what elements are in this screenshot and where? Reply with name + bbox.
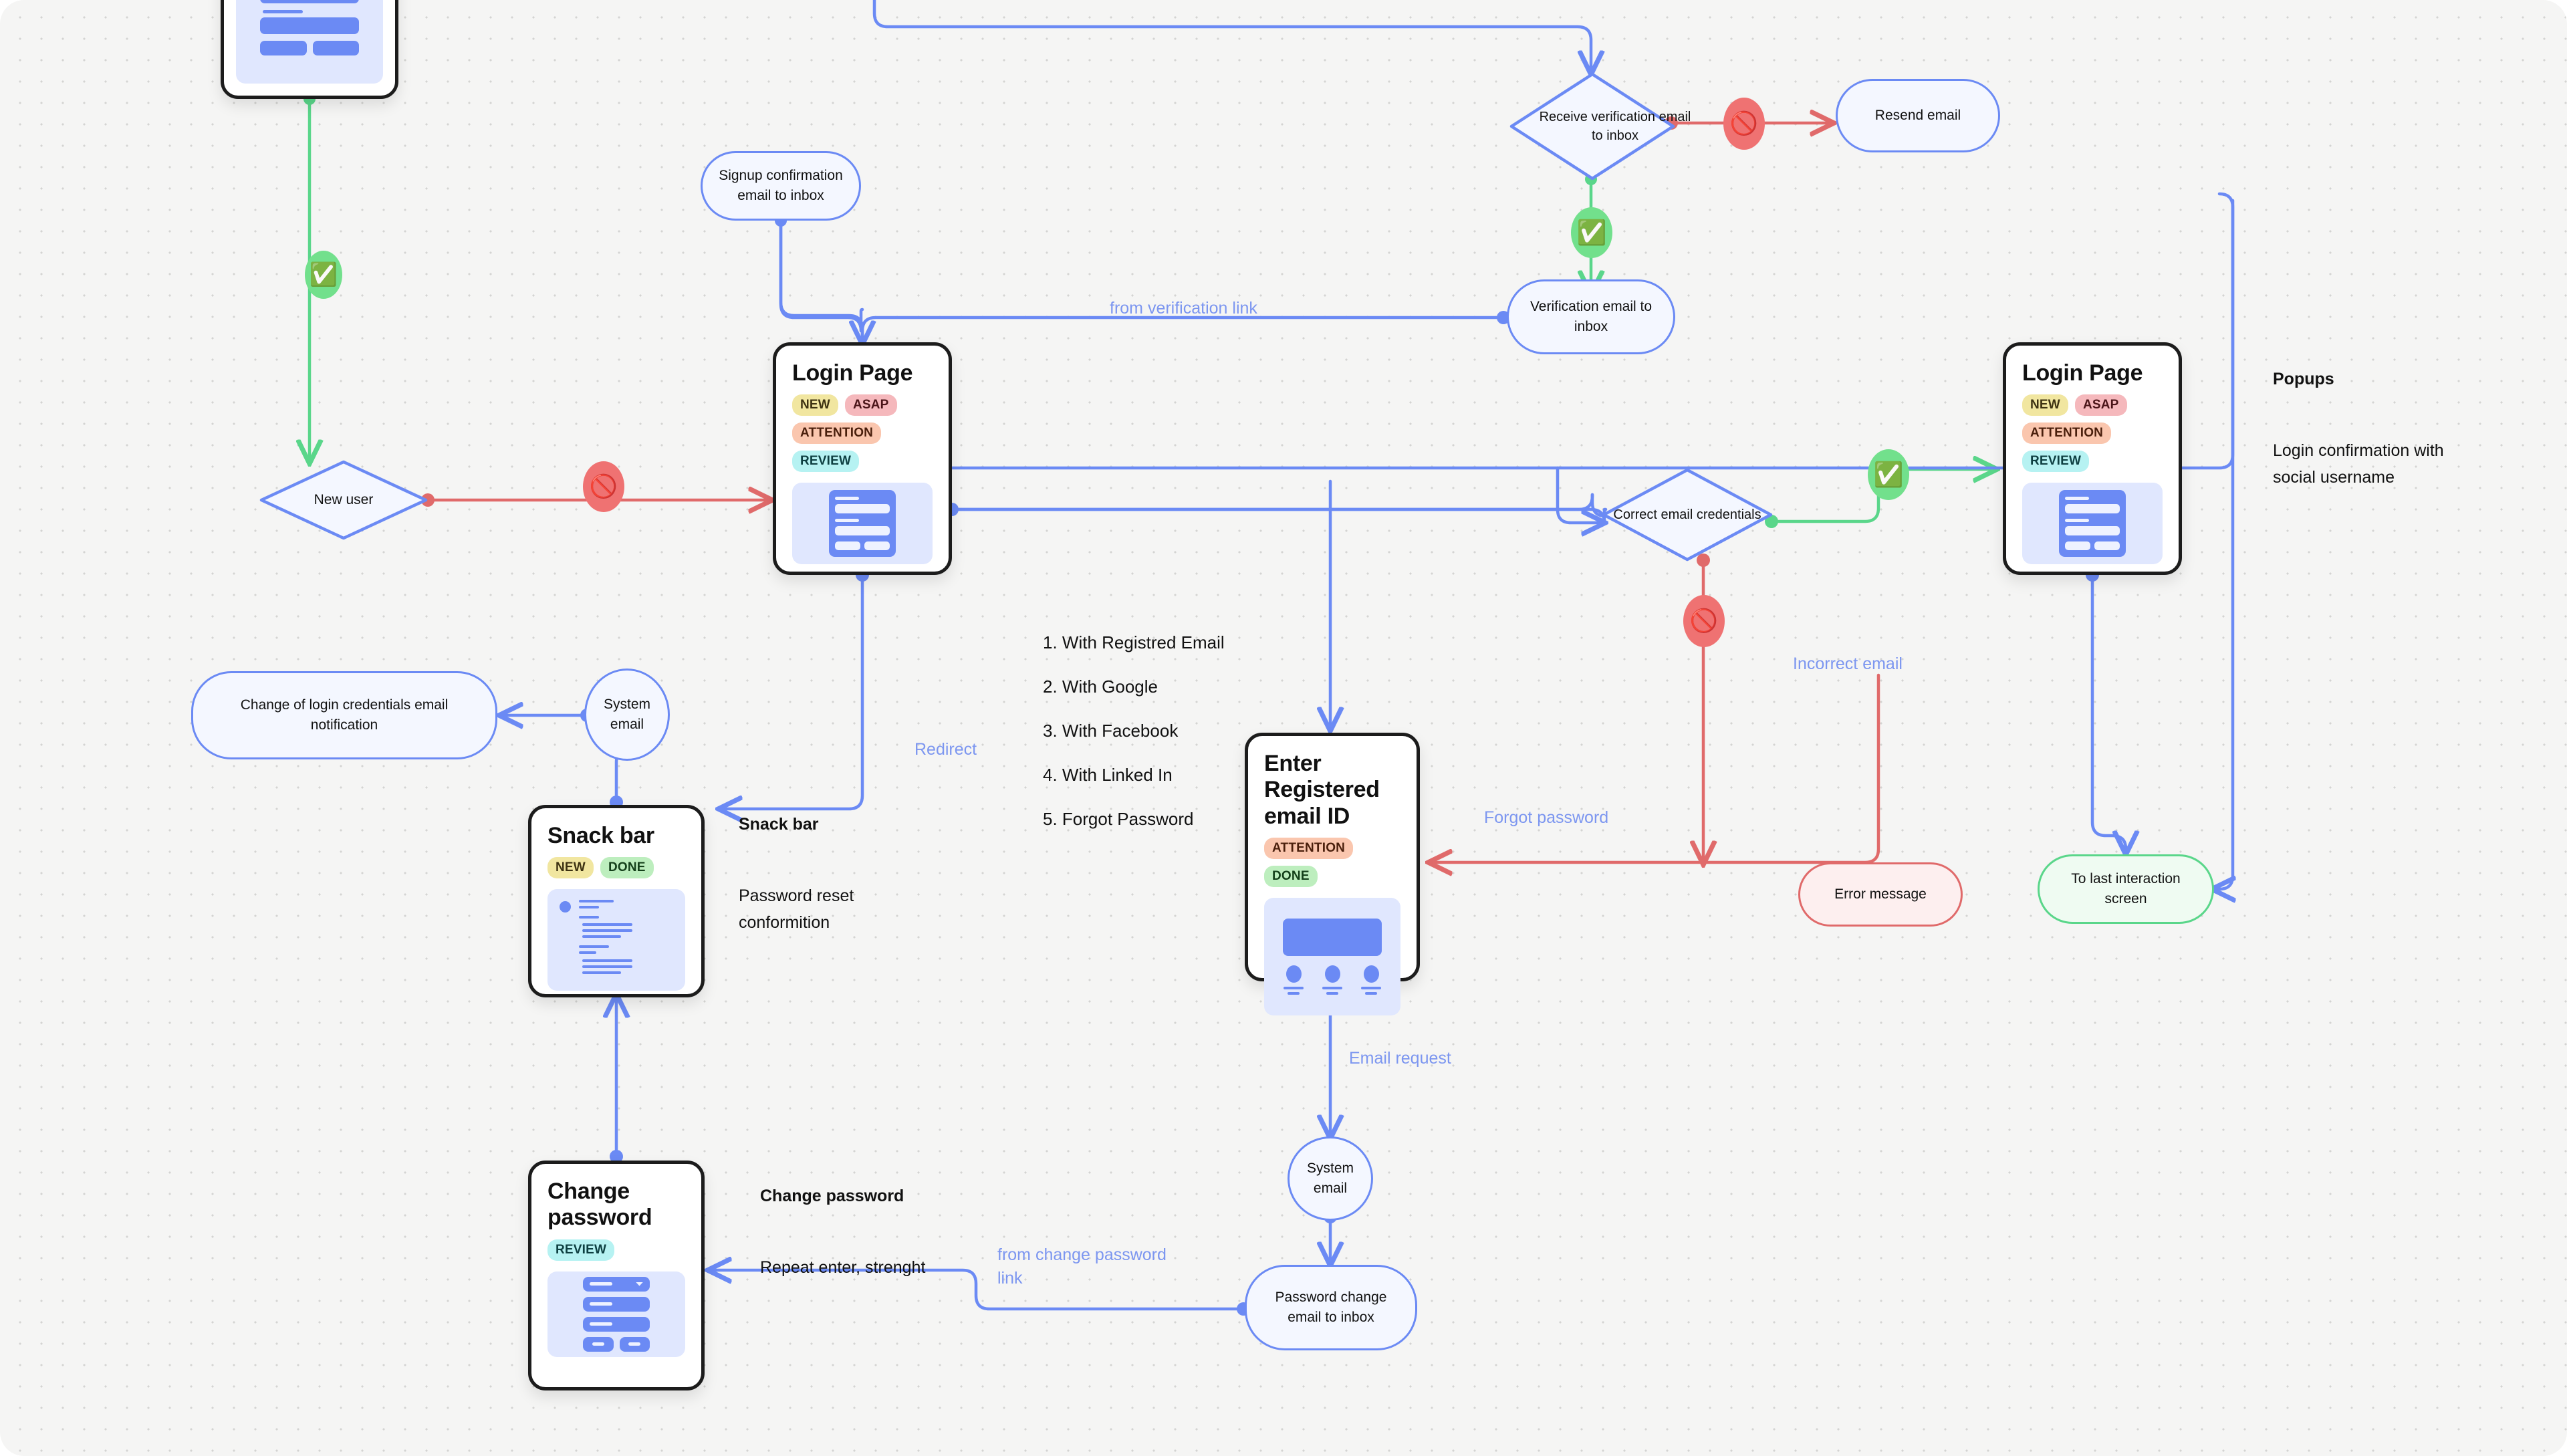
card-tag-list: NEW ASAP ATTENTION REVIEW bbox=[2022, 394, 2167, 472]
badge-block-resend-email: 🚫 bbox=[1723, 98, 1765, 150]
tag-new: NEW bbox=[547, 857, 594, 879]
node-password-change-email-inbox[interactable]: Password change email to inbox bbox=[1245, 1265, 1417, 1350]
note-body: Login confirmation with social username bbox=[2273, 441, 2444, 487]
tag-done: DONE bbox=[1264, 866, 1318, 887]
note-change-password: Change password Repeat enter, strenght bbox=[760, 1155, 925, 1308]
badge-block-credentials: 🚫 bbox=[1683, 595, 1725, 647]
tag-review: REVIEW bbox=[547, 1239, 615, 1261]
note-popups: Popups Login confirmation with social us… bbox=[2273, 338, 2444, 518]
login-option-item: 4. With Linked In bbox=[1043, 765, 1173, 785]
card-tag-list: REVIEW bbox=[547, 1239, 685, 1261]
edge-label-redirect: Redirect bbox=[914, 740, 977, 759]
badge-check-credentials: ✅ bbox=[1868, 449, 1909, 500]
edge-label-incorrect-email: Incorrect email bbox=[1793, 654, 1903, 673]
card-login-page-left[interactable]: Login Page NEW ASAP ATTENTION REVIEW bbox=[773, 342, 952, 575]
node-to-last-interaction-screen[interactable]: To last interaction screen bbox=[2038, 854, 2214, 924]
wireframe-thumb-snackbar bbox=[547, 889, 685, 991]
card-snack-bar[interactable]: Snack bar NEW DONE bbox=[528, 805, 705, 997]
node-system-email-left[interactable]: System email bbox=[584, 669, 670, 761]
login-option-item: 5. Forgot Password bbox=[1043, 809, 1194, 829]
node-label: To last interaction screen bbox=[2071, 871, 2181, 906]
card-title: Change password bbox=[547, 1179, 652, 1231]
tag-asap: ASAP bbox=[844, 394, 897, 416]
wireframe-thumb-password bbox=[547, 1271, 685, 1357]
note-body: Password reset conformition bbox=[739, 886, 854, 933]
edge-label-forgot-password: Forgot password bbox=[1484, 808, 1609, 827]
card-title: Enter Registered email ID bbox=[1264, 751, 1380, 829]
wireframe-thumb-login bbox=[792, 482, 933, 564]
node-label: Password change email to inbox bbox=[1275, 1290, 1387, 1325]
node-error-message[interactable]: Error message bbox=[1798, 862, 1963, 927]
login-option-item: 1. With Registred Email bbox=[1043, 632, 1225, 652]
login-option-item: 3. With Facebook bbox=[1043, 721, 1179, 741]
node-label: Change of login credentials email notifi… bbox=[240, 697, 449, 733]
wireframe-thumb bbox=[236, 0, 383, 84]
node-verification-email-inbox[interactable]: Verification email to inbox bbox=[1507, 279, 1675, 354]
card-title: Login Page bbox=[792, 360, 913, 386]
node-label: System email bbox=[1307, 1161, 1354, 1196]
tag-attention: ATTENTION bbox=[2022, 422, 2112, 444]
login-options-list: 1. With Registred Email 2. With Google 3… bbox=[1043, 634, 1225, 854]
note-heading: Popups bbox=[2273, 369, 2334, 388]
card-top-left-partial[interactable] bbox=[221, 0, 398, 99]
tag-asap: ASAP bbox=[2074, 394, 2127, 416]
node-label: Error message bbox=[1834, 886, 1927, 902]
card-enter-registered-email[interactable]: Enter Registered email ID ATTENTION DONE bbox=[1245, 733, 1420, 1015]
note-heading: Snack bar bbox=[739, 814, 819, 834]
node-label: Receive verification email to inbox bbox=[1539, 110, 1691, 143]
node-label: Verification email to inbox bbox=[1530, 299, 1653, 334]
tag-new: NEW bbox=[2022, 394, 2068, 416]
diamond-shape bbox=[259, 460, 428, 540]
block-icon: 🚫 bbox=[1689, 608, 1719, 634]
node-label: New user bbox=[314, 492, 374, 508]
node-system-email-bottom[interactable]: System email bbox=[1288, 1136, 1373, 1221]
note-body: Repeat enter, strenght bbox=[760, 1257, 926, 1277]
card-tag-list: NEW ASAP ATTENTION REVIEW bbox=[792, 394, 937, 472]
tag-done: DONE bbox=[600, 857, 654, 879]
diamond-shape bbox=[1509, 72, 1675, 180]
node-label: Correct email credentials bbox=[1613, 507, 1761, 522]
tag-review: REVIEW bbox=[792, 450, 860, 472]
node-signup-confirmation-email[interactable]: Signup confirmation email to inbox bbox=[701, 151, 861, 221]
edge-label-from-change-password-link: from change password link bbox=[997, 1245, 1167, 1288]
check-icon: ✅ bbox=[309, 262, 338, 287]
tag-review: REVIEW bbox=[2022, 450, 2090, 472]
note-heading: Change password bbox=[760, 1186, 904, 1205]
node-resend-email[interactable]: Resend email bbox=[1836, 79, 2000, 152]
block-icon: 🚫 bbox=[589, 474, 618, 499]
badge-block-new-user: 🚫 bbox=[583, 461, 624, 512]
check-icon: ✅ bbox=[1576, 219, 1607, 246]
card-tag-list: ATTENTION DONE bbox=[1264, 838, 1400, 887]
card-login-page-right[interactable]: Login Page NEW ASAP ATTENTION REVIEW bbox=[2003, 342, 2182, 575]
card-title: Snack bar bbox=[547, 823, 654, 848]
note-snack-bar: Snack bar Password reset conformition bbox=[739, 783, 854, 963]
edge-label-email-request: Email request bbox=[1349, 1049, 1451, 1068]
node-correct-email-credentials[interactable]: Correct email credentials bbox=[1602, 468, 1773, 562]
tag-attention: ATTENTION bbox=[1264, 838, 1354, 860]
tag-new: NEW bbox=[792, 394, 838, 416]
card-title: Login Page bbox=[2022, 360, 2143, 386]
diamond-shape bbox=[1602, 468, 1773, 562]
badge-check-new-user: ✅ bbox=[305, 251, 342, 299]
wireframe-thumb-login bbox=[2022, 482, 2163, 564]
card-tag-list: NEW DONE bbox=[547, 857, 685, 879]
badge-check-verification: ✅ bbox=[1571, 207, 1612, 258]
node-label: Resend email bbox=[1874, 108, 1961, 124]
check-icon: ✅ bbox=[1873, 461, 1904, 488]
node-label: Signup confirmation email to inbox bbox=[719, 168, 843, 203]
node-new-user[interactable]: New user bbox=[259, 460, 428, 540]
card-change-password[interactable]: Change password REVIEW bbox=[528, 1161, 705, 1390]
node-receive-verification-email[interactable]: Receive verification email to inbox bbox=[1509, 72, 1691, 180]
tag-attention: ATTENTION bbox=[792, 422, 882, 444]
block-icon: 🚫 bbox=[1729, 111, 1759, 136]
wireframe-thumb-email bbox=[1264, 897, 1400, 1015]
node-change-of-login-credentials[interactable]: Change of login credentials email notifi… bbox=[191, 671, 497, 759]
edge-label-from-verification-link: from verification link bbox=[1110, 299, 1257, 318]
node-label: System email bbox=[604, 697, 651, 732]
login-option-item: 2. With Google bbox=[1043, 677, 1158, 697]
